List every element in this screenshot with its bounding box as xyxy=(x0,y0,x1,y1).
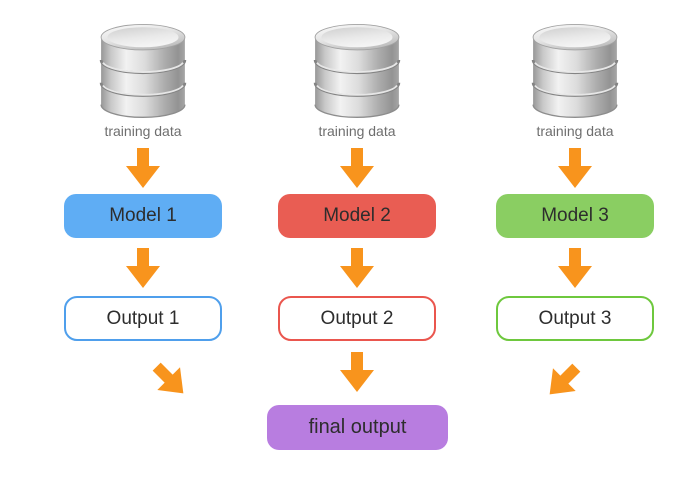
database-icon xyxy=(531,23,619,119)
arrow-diagonal-down-right-icon xyxy=(145,355,195,405)
arrow-down-icon xyxy=(558,148,592,188)
pipeline-column-1: training data Model 1 Output 1 xyxy=(63,0,223,341)
arrow-down-icon xyxy=(340,248,374,288)
arrow-down-icon xyxy=(558,248,592,288)
model-1-box: Model 1 xyxy=(64,194,222,238)
arrow-down-icon xyxy=(340,352,374,392)
output-3-box: Output 3 xyxy=(496,296,654,341)
training-data-label: training data xyxy=(318,123,396,139)
training-data-label: training data xyxy=(536,123,614,139)
arrow-down-icon xyxy=(340,148,374,188)
database-icon xyxy=(99,23,187,119)
arrow-diagonal-down-left-icon xyxy=(538,356,588,406)
pipeline-column-3: training data Model 3 Output 3 xyxy=(495,0,655,341)
database-icon xyxy=(313,23,401,119)
training-data-label: training data xyxy=(104,123,182,139)
output-1-box: Output 1 xyxy=(64,296,222,341)
model-3-box: Model 3 xyxy=(496,194,654,238)
arrow-down-icon xyxy=(126,148,160,188)
output-2-box: Output 2 xyxy=(278,296,436,341)
arrow-down-icon xyxy=(126,248,160,288)
final-output-box: final output xyxy=(267,405,448,450)
model-2-box: Model 2 xyxy=(278,194,436,238)
pipeline-column-2: training data Model 2 Output 2 xyxy=(277,0,437,341)
